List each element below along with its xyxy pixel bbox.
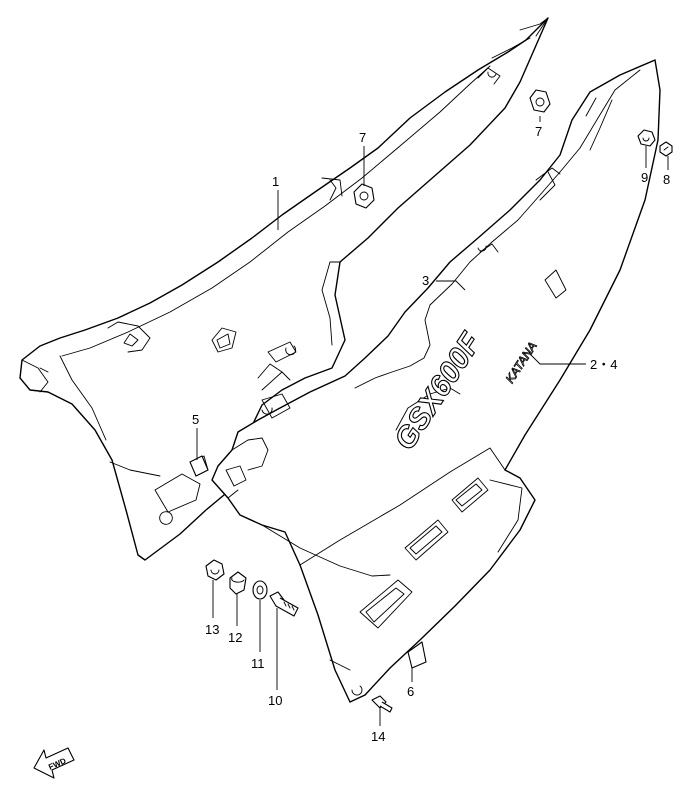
callout-8: 8 <box>663 172 670 187</box>
callout-7a: 7 <box>359 130 366 145</box>
grommet-7b <box>529 89 551 113</box>
callout-3: 3 <box>422 273 429 288</box>
collar-12 <box>229 571 247 595</box>
callout-2-4: 2・4 <box>590 357 617 372</box>
bolt-10 <box>269 591 299 617</box>
callout-9: 9 <box>641 170 648 185</box>
washer-11 <box>252 580 268 600</box>
frame-cover-left <box>19 17 549 561</box>
grommet-7a <box>353 183 375 209</box>
fwd-arrow: FWD <box>33 747 75 779</box>
callout-11: 11 <box>251 656 265 671</box>
callout-1: 1 <box>272 174 279 189</box>
callout-5: 5 <box>192 412 199 427</box>
pad-6 <box>407 641 427 669</box>
callout-10: 10 <box>268 693 282 708</box>
nut-13 <box>205 559 225 581</box>
side-cover-right: GSX600F KATANA <box>211 59 661 703</box>
callout-6: 6 <box>407 684 414 699</box>
callout-7b: 7 <box>535 124 542 139</box>
callout-12: 12 <box>228 630 242 645</box>
callout-labels: 1 2・4 3 5 6 7 7 8 9 10 11 12 13 14 <box>192 124 670 744</box>
callout-14: 14 <box>371 729 385 744</box>
screw-8 <box>659 141 673 157</box>
callout-13: 13 <box>205 622 219 637</box>
screw-14 <box>371 695 393 713</box>
clip-5 <box>189 455 209 477</box>
leader-lines <box>196 116 669 726</box>
nut-9 <box>637 129 656 147</box>
